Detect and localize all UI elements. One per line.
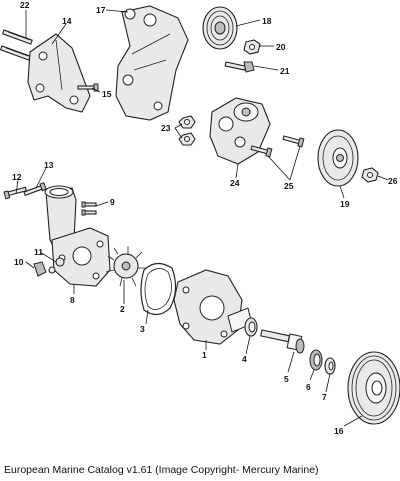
- callout-17: 17: [96, 5, 106, 15]
- callout-9: 9: [110, 197, 115, 207]
- part-3-gasket: [140, 262, 177, 316]
- part-19-smooth-pulley: [317, 129, 359, 187]
- part-11-fitting: [55, 257, 65, 267]
- callout-5: 5: [284, 374, 289, 384]
- callout-11: 11: [34, 247, 43, 257]
- part-24-tensioner: [209, 97, 271, 165]
- part-18-grooved-pulley: [202, 6, 238, 50]
- exploded-parts-diagram: 1 2 3 4 5 6 7 8 9 10 11 12 13 14 15 16 1…: [0, 0, 400, 436]
- part-23-nuts: [178, 115, 196, 146]
- part-12-bolt: [3, 186, 27, 200]
- leader-lines: [15, 9, 389, 427]
- part-8-pump-cover: [44, 185, 111, 287]
- callout-13: 13: [44, 160, 54, 170]
- callout-18: 18: [262, 16, 272, 26]
- part-22-studs: [0, 29, 33, 61]
- callout-4: 4: [242, 354, 247, 364]
- part-20-bolt: [243, 39, 261, 55]
- callout-20: 20: [276, 42, 286, 52]
- part-6-o-ring: [309, 349, 323, 371]
- callout-10: 10: [14, 257, 24, 267]
- callout-16: 16: [334, 426, 344, 436]
- part-13-bolt: [23, 181, 47, 196]
- callout-15: 15: [102, 89, 112, 99]
- part-4-seal: [244, 317, 258, 337]
- part-25-bolts: [250, 135, 305, 158]
- callout-2: 2: [120, 304, 125, 314]
- part-21-bolt: [224, 61, 255, 73]
- callout-14: 14: [62, 16, 72, 26]
- part-17-main-bracket: [115, 5, 189, 121]
- part-9-screws: [81, 201, 97, 216]
- copyright-caption: European Marine Catalog v1.61 (Image Cop…: [4, 464, 319, 476]
- callout-3: 3: [140, 324, 145, 334]
- callout-7: 7: [322, 392, 327, 402]
- callout-6: 6: [306, 382, 311, 392]
- callout-12: 12: [12, 172, 22, 182]
- part-10-plug: [33, 261, 56, 277]
- part-26-bolt: [361, 167, 379, 183]
- callout-25: 25: [284, 181, 294, 191]
- part-2-impeller: [105, 246, 146, 287]
- part-15-bolt: [77, 83, 99, 92]
- callout-19: 19: [340, 199, 350, 209]
- part-5-shaft: [260, 329, 305, 354]
- callout-23: 23: [161, 123, 171, 133]
- part-16-crank-pulley: [347, 351, 400, 425]
- callout-24: 24: [230, 178, 240, 188]
- callout-8: 8: [70, 295, 75, 305]
- part-7-washer: [324, 357, 336, 375]
- callout-21: 21: [280, 66, 290, 76]
- callout-22: 22: [20, 0, 30, 10]
- callout-26: 26: [388, 176, 398, 186]
- callout-1: 1: [202, 350, 207, 360]
- part-1-pump-body: [173, 269, 253, 345]
- part-14-bracket: [27, 33, 91, 113]
